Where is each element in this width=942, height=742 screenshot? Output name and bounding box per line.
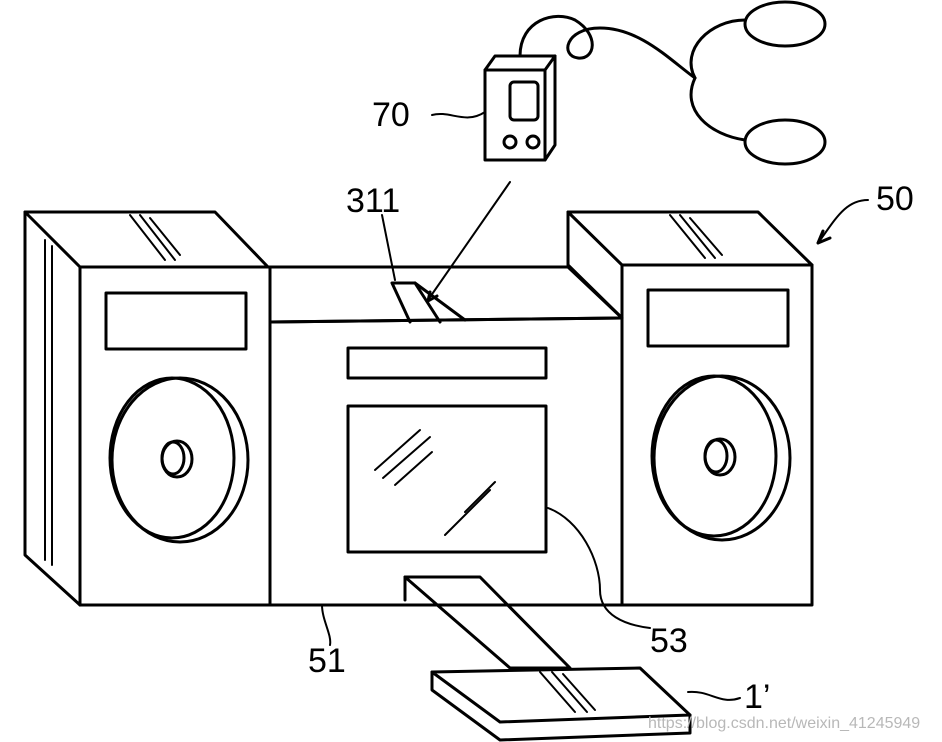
player-screen: [508, 80, 540, 122]
leader-51: [321, 604, 332, 646]
label-51: 51: [308, 642, 346, 680]
leader-1: [687, 690, 741, 701]
card-tray: [403, 575, 692, 742]
label-70: 70: [372, 96, 410, 134]
watermark-text: https://blog.csdn.net/weixin_41245949: [648, 715, 920, 732]
center-display-window: [346, 404, 548, 554]
right-speaker-panel: [646, 288, 790, 348]
left-woofer-inner: [108, 376, 236, 540]
card-slot: [390, 281, 442, 324]
portable-player: [426, 54, 557, 303]
label-311: 311: [346, 182, 400, 220]
leader-311: [381, 214, 396, 281]
label-53: 53: [650, 622, 688, 660]
label-1-prime: 1’: [744, 678, 770, 716]
leader-70: [431, 111, 486, 119]
leader-50: [817, 199, 869, 244]
center-unit: [266, 265, 624, 607]
ear-cup-bottom: [743, 118, 827, 166]
center-top-panel: [346, 346, 548, 380]
left-speaker: [23, 210, 272, 607]
right-woofer-inner: [650, 374, 778, 538]
leader-53: [547, 507, 651, 629]
headphones: [518, 0, 827, 166]
label-50: 50: [876, 180, 914, 218]
ear-cup-top: [743, 0, 827, 48]
left-speaker-panel: [104, 291, 248, 351]
right-speaker: [566, 210, 814, 607]
